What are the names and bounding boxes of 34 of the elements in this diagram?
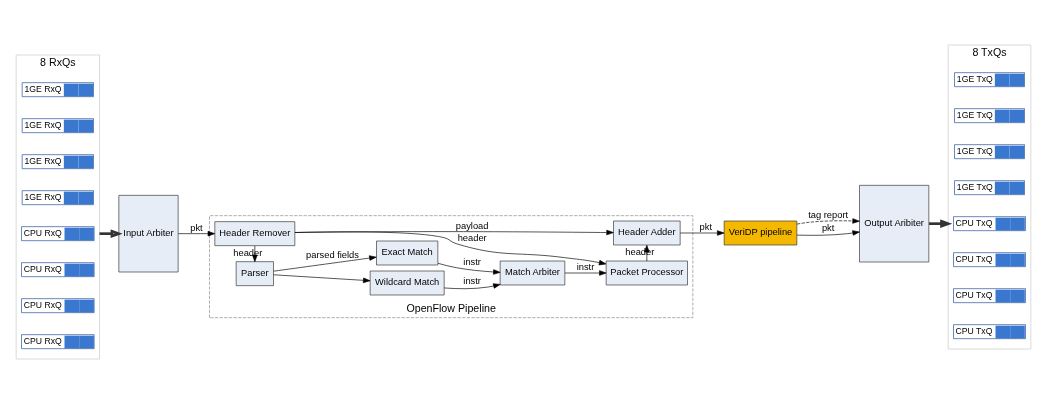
node-box: Parser bbox=[235, 260, 274, 286]
edge-label: pkt bbox=[821, 222, 835, 233]
node-box: Header Adder bbox=[613, 220, 681, 245]
node-box: Packet Processor bbox=[605, 260, 688, 285]
edge-label: header bbox=[233, 247, 263, 258]
arrow bbox=[178, 230, 215, 236]
edge-label: header bbox=[625, 246, 655, 257]
edge-label: pkt bbox=[699, 221, 713, 232]
edge-label: parsed fields bbox=[306, 249, 359, 260]
node-box: Wildcard Match bbox=[369, 270, 445, 295]
arrow bbox=[99, 228, 123, 238]
arrow bbox=[273, 254, 377, 271]
node-box: Exact Match bbox=[376, 240, 439, 265]
node-box: Output Aribiter bbox=[859, 184, 930, 262]
edge-label: instr bbox=[576, 261, 595, 272]
arrow bbox=[294, 229, 614, 235]
edge-label: instr bbox=[463, 275, 481, 286]
arrow bbox=[294, 231, 607, 265]
edge-label: payload bbox=[455, 220, 489, 231]
edge-label: instr bbox=[463, 256, 481, 267]
node-box: Match Arbiter bbox=[499, 260, 566, 285]
edge-label: pkt bbox=[190, 222, 203, 233]
arrow bbox=[796, 217, 860, 224]
node-box: Header Remover bbox=[214, 220, 296, 246]
arrow bbox=[437, 262, 501, 275]
arrow bbox=[564, 269, 607, 276]
arrow bbox=[796, 229, 860, 236]
arrow bbox=[443, 282, 501, 289]
edge-label: header bbox=[457, 232, 487, 243]
edge-label: tag report bbox=[808, 209, 849, 220]
node-box: VeriDP pipeline bbox=[723, 220, 798, 245]
node-box: Input Arbiter bbox=[118, 194, 179, 272]
arrow bbox=[679, 229, 725, 236]
arrow bbox=[273, 273, 371, 283]
